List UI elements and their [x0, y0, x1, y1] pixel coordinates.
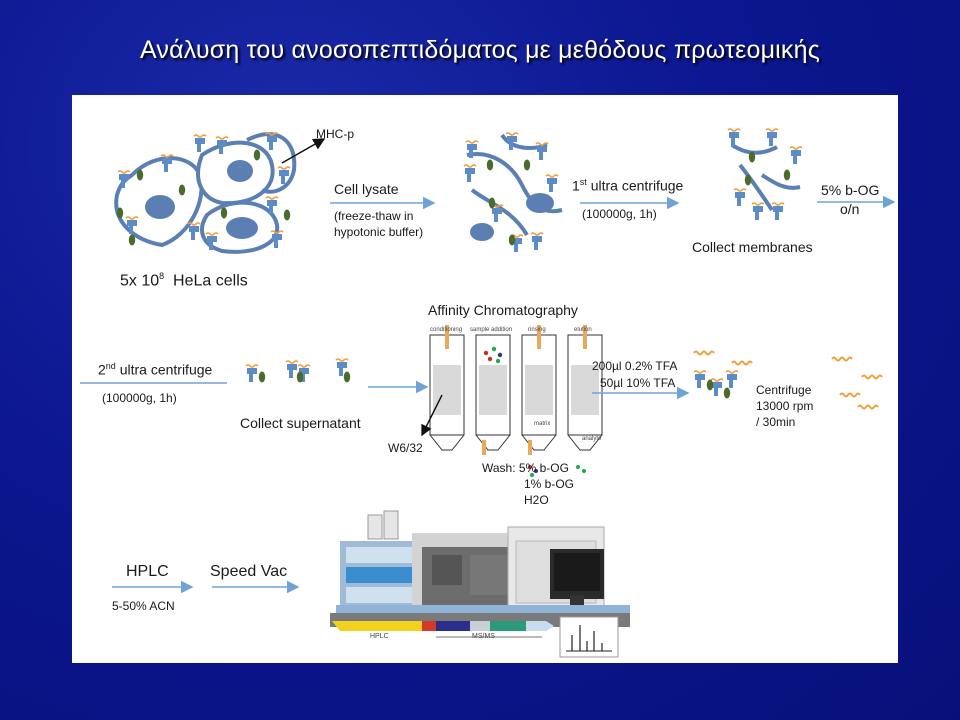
lysate-note-2: hypotonic buffer) [334, 225, 424, 239]
wash-line-2: 1% b-OG [524, 477, 575, 491]
elution-line-2: 50µl 10% TFA [600, 376, 676, 390]
ultra2-params: (100000g, 1h) [102, 391, 177, 405]
centrifuge-line-3: / 30min [756, 415, 796, 429]
slide-title: Ανάλυση του ανοσοπεπτιδόματος με μεθόδου… [140, 36, 820, 64]
wash-line-1: Wash: 5% b-OG [482, 461, 569, 475]
hela-cells-illustration [114, 132, 326, 254]
ultra2-suffix: nd [105, 361, 116, 371]
cell-name: HeLa cells [173, 272, 248, 290]
antibody-label: W6/32 [388, 441, 423, 455]
workflow-diagram [80, 128, 896, 658]
elution-line-1: 200µl 0.2% TFA [592, 359, 678, 373]
ultra2-number: 2 [98, 361, 106, 378]
cell-count-label: 5x 108 HeLa cells [120, 271, 248, 290]
bar-hplc-label: HPLC [370, 633, 389, 640]
workflow-panel: MHC-p 5x 108 HeLa cells Cell lysate (fre… [72, 95, 898, 663]
overnight-label: o/n [840, 201, 860, 217]
hplc-label: HPLC [126, 563, 169, 580]
centrifuge-line-2: 13000 rpm [756, 399, 814, 413]
ultra1-label: 1st ultra centrifuge [572, 177, 683, 194]
step-rinsing: rinsing [528, 327, 546, 333]
ultra1-text: ultra centrifuge [586, 177, 684, 194]
lysate-note-1: (freeze-thaw in [334, 209, 414, 223]
step-elution: elution [574, 327, 592, 333]
cell-count-base: 5x 10 [120, 272, 160, 290]
ultra2-label: 2nd ultra centrifuge [98, 361, 212, 378]
acn-gradient-label: 5-50% ACN [112, 599, 175, 613]
ultra1-params: (100000g, 1h) [582, 207, 657, 221]
wash-line-3: H2O [524, 493, 549, 507]
affinity-columns [421, 325, 603, 477]
collect-supernatant-label: Collect supernatant [240, 415, 361, 431]
bar-msms-label: MS/MS [472, 633, 495, 640]
cell-lysate-illustration [463, 132, 563, 253]
step-conditioning: conditioning [430, 327, 463, 333]
matrix-label: matrix [534, 421, 551, 427]
membranes-illustration [727, 128, 803, 221]
step-sample-addition: sample addition [470, 327, 513, 333]
supernatant-illustration [245, 358, 351, 383]
ultra2-text: ultra centrifuge [115, 361, 213, 378]
affinity-title: Affinity Chromatography [428, 302, 578, 318]
lysate-title: Cell lysate [334, 181, 399, 197]
collect-membranes-label: Collect membranes [692, 239, 813, 255]
centrifuge-line-1: Centrifuge [756, 383, 812, 397]
free-peptides-illustration [831, 356, 883, 410]
cell-count-exponent: 8 [159, 271, 165, 281]
eluted-peptides-illustration [693, 350, 753, 399]
ultra1-number: 1 [572, 177, 580, 194]
ultra1-suffix: st [579, 177, 587, 187]
speedvac-label: Speed Vac [210, 563, 288, 580]
detergent-label: 5% b-OG [821, 182, 880, 198]
mhc-p-label: MHC-p [316, 127, 354, 141]
lcms-instrument-illustration [330, 510, 630, 658]
analyte-label: analyte [582, 436, 602, 442]
